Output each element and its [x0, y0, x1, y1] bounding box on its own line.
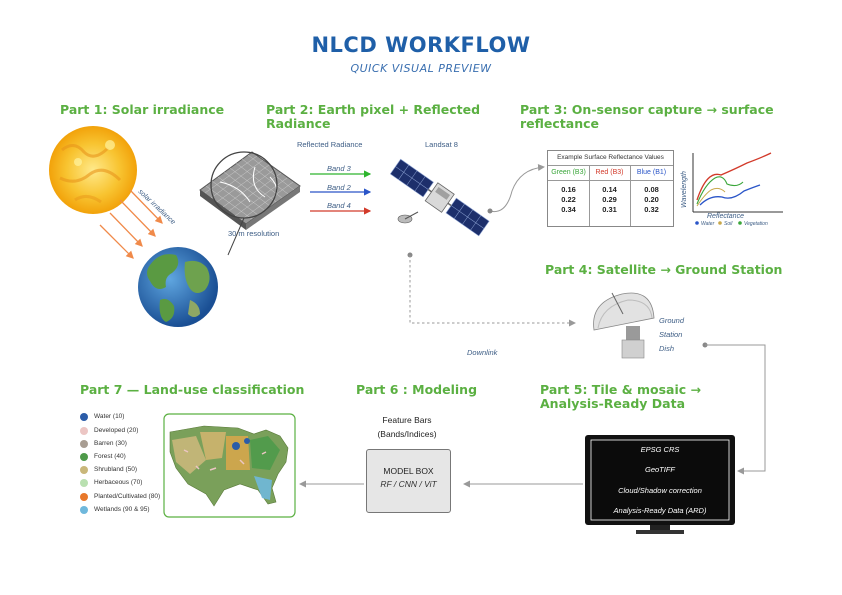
ground-station-dish-icon: [593, 292, 655, 359]
part5-heading-line1: Part 5: Tile & mosaic →: [540, 382, 701, 397]
reflectance-axis-label: Reflectance: [707, 213, 744, 220]
sun-icon: [49, 126, 137, 214]
monitor-line-cloud: Cloud/Shadow correction: [618, 486, 702, 495]
part2-heading-line1: Part 2: Earth pixel + Reflected: [266, 102, 481, 117]
part5-heading-line2: Analysis-Ready Data: [540, 396, 686, 411]
downlink-label: Downlink: [467, 348, 499, 357]
ground-label-2: Station: [659, 330, 682, 339]
table-column-blue: Blue (B1) 0.08 0.20 0.32: [630, 165, 673, 226]
table-column-red: Red (B3) 0.14 0.29 0.31: [589, 165, 631, 226]
table-title: Example Surface Reflectance Values: [548, 151, 673, 166]
monitor-line-geotiff: GeoTIFF: [644, 465, 675, 474]
table-cell: 0.14: [602, 185, 617, 194]
table-cell: 0.22: [561, 195, 576, 204]
part3-heading-line1: Part 3: On-sensor capture → surface: [520, 102, 774, 117]
table-cell: 0.34: [561, 205, 576, 214]
band4-label: Band 4: [327, 201, 351, 210]
reflected-radiance-label: Reflected Radiance: [297, 140, 362, 149]
page-title: NLCD WORKFLOW: [311, 33, 531, 57]
part2-heading-line2: Radiance: [266, 116, 331, 131]
monitor-line-crs: EPSG CRS: [640, 445, 680, 454]
wavelength-label: Wavelength: [681, 171, 688, 208]
model-box: MODEL BOX RF / CNN / ViT: [366, 449, 451, 513]
table-cell: 0.16: [561, 185, 576, 194]
column-header: Red (B3): [589, 165, 630, 181]
table-cell: 0.31: [602, 205, 617, 214]
model-box-title: MODEL BOX: [383, 466, 434, 476]
satellite-icon: [389, 158, 490, 237]
us-landcover-map: [169, 425, 289, 507]
feature-bars-sublabel: (Bands/Indices): [377, 429, 437, 439]
spectral-plot: [692, 152, 783, 213]
resolution-label: 30 m resolution: [228, 229, 279, 238]
ground-label-3: Dish: [659, 344, 674, 353]
table-cell: 0.20: [644, 195, 659, 204]
earth-globe-icon: [138, 247, 218, 327]
irradiance-arrows: [99, 189, 163, 259]
table-cell: 0.08: [644, 185, 659, 194]
legend-vegetation-text: Vegetation: [744, 221, 768, 227]
legend-water-text: Water: [701, 221, 715, 227]
page-subtitle: QUICK VISUAL PREVIEW: [350, 62, 492, 75]
ground-label-1: Ground: [659, 316, 685, 325]
table-cell: 0.32: [644, 205, 659, 214]
reflectance-table: Example Surface Reflectance Values Green…: [547, 150, 674, 227]
part6-heading: Part 6 : Modeling: [356, 382, 478, 397]
earth-pixel-tile: [199, 151, 301, 230]
feature-bars-label: Feature Bars: [382, 415, 432, 425]
column-header: Green (B3): [548, 165, 589, 181]
column-header: Blue (B1): [630, 165, 673, 181]
monitor-line-ard: Analysis-Ready Data (ARD): [613, 506, 707, 515]
solar-irradiance-label: solar irradiance: [137, 188, 177, 226]
monitor-screen: EPSG CRS GeoTIFF Cloud/Shadow correction…: [589, 440, 731, 520]
landsat-label: Landsat 8: [425, 140, 458, 149]
part1-heading: Part 1: Solar irradiance: [60, 102, 225, 117]
table-cell: 0.29: [602, 195, 617, 204]
part7-heading: Part 7 — Land-use classification: [80, 382, 305, 397]
part3-heading-line2: reflectance: [520, 116, 599, 131]
monitor-icon: [585, 435, 735, 534]
legend-soil-text: Soil: [724, 221, 733, 227]
band2-label: Band 2: [327, 183, 352, 192]
part4-heading: Part 4: Satellite → Ground Station: [545, 262, 783, 277]
band3-label: Band 3: [327, 164, 352, 173]
model-box-types: RF / CNN / ViT: [380, 479, 437, 489]
table-column-green: Green (B3) 0.16 0.22 0.34: [548, 165, 590, 226]
